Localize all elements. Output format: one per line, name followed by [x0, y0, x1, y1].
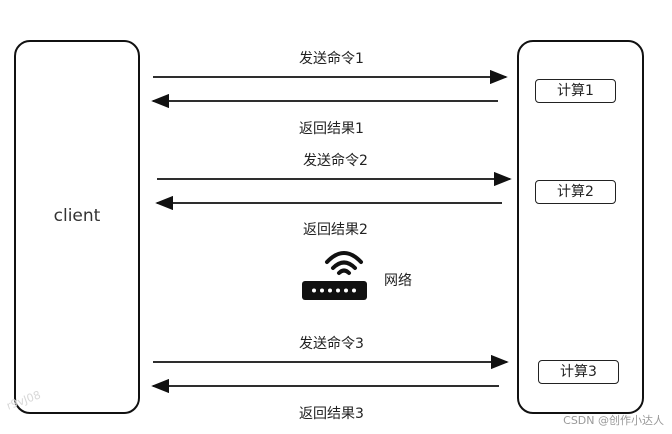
compute-2-box: 计算2: [535, 180, 616, 204]
compute-3-box: 计算3: [538, 360, 619, 384]
return-label-2: 返回结果2: [303, 222, 368, 238]
return-label-3: 返回结果3: [299, 406, 364, 422]
client-label: client: [53, 206, 101, 226]
client-box: client: [14, 40, 140, 414]
watermark-text: CSDN @创作小达人: [563, 414, 664, 427]
send-label-3: 发送命令3: [299, 336, 364, 352]
network-label: 网络: [384, 273, 412, 289]
router-icon: [302, 251, 367, 300]
compute-1-box: 计算1: [535, 79, 616, 103]
send-label-1: 发送命令1: [299, 51, 364, 67]
return-label-1: 返回结果1: [299, 121, 364, 137]
send-label-2: 发送命令2: [303, 153, 368, 169]
